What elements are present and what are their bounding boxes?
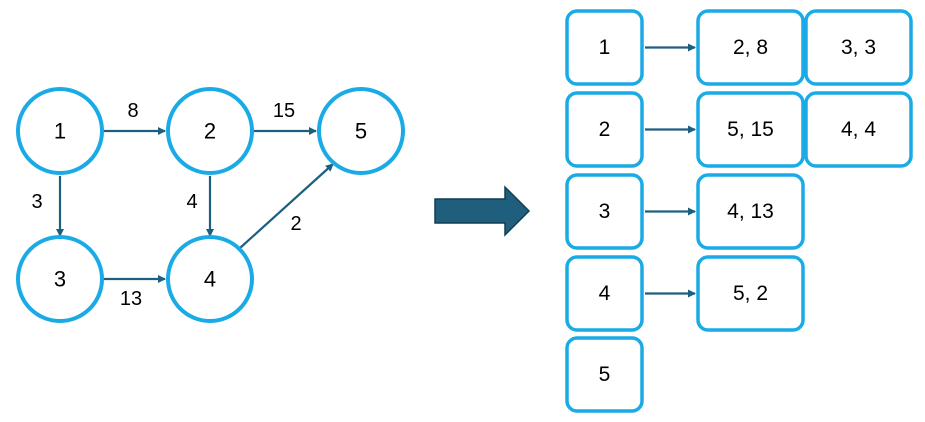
neighbor-box <box>804 9 913 86</box>
vertex-label: 1 <box>599 36 611 59</box>
vertex-box <box>565 336 644 413</box>
vertex-label: 4 <box>599 282 611 305</box>
neighbor-label: 5, 15 <box>727 118 774 141</box>
neighbor-label: 2, 8 <box>733 36 768 59</box>
vertex-label: 3 <box>599 200 611 223</box>
vertex-box <box>565 9 644 86</box>
neighbor-label: 5, 2 <box>733 282 768 305</box>
graph-node-5: 5 <box>317 87 405 175</box>
graph-node-label: 2 <box>204 119 216 144</box>
graph-node-2: 2 <box>166 87 254 175</box>
graph-node-label: 3 <box>54 267 66 292</box>
adjacency-row-3: 3 4, 13 <box>565 173 805 250</box>
vertex-label: 2 <box>599 118 611 141</box>
graph-node-4: 4 <box>166 235 254 323</box>
edge-4-5 <box>239 163 334 249</box>
neighbor-box <box>696 9 805 86</box>
neighbor-box <box>804 91 913 168</box>
edge-weight-3-4: 13 <box>120 288 142 310</box>
vertex-box <box>565 91 644 168</box>
edge-weight-1-3: 3 <box>31 191 42 213</box>
neighbor-label: 4, 13 <box>727 200 774 223</box>
vertex-label: 5 <box>599 363 611 386</box>
adjacency-row-5: 5 <box>565 336 644 413</box>
edge-weight-1-2: 8 <box>127 100 138 122</box>
adjacency-row-2: 2 5, 15 4, 4 <box>565 91 913 168</box>
vertex-box <box>565 173 644 250</box>
graph-node-label: 1 <box>54 119 66 144</box>
neighbor-box <box>696 91 805 168</box>
adjacency-list: 1 2, 8 3, 3 2 5, 15 4, 4 3 4, 13 <box>565 9 913 413</box>
graph-node-1: 1 <box>16 87 104 175</box>
vertex-box <box>565 255 644 332</box>
neighbor-label: 4, 4 <box>841 118 876 141</box>
neighbor-box <box>696 173 805 250</box>
adjacency-row-1: 1 2, 8 3, 3 <box>565 9 913 86</box>
transform-arrow-icon <box>434 185 531 237</box>
adjacency-row-4: 4 5, 2 <box>565 255 805 332</box>
edge-weight-4-5: 2 <box>290 213 301 235</box>
edge-weight-2-5: 15 <box>273 100 295 122</box>
neighbor-box <box>696 255 805 332</box>
neighbor-label: 3, 3 <box>841 36 876 59</box>
graph: 8 15 3 4 2 13 1 2 3 4 5 <box>16 87 405 323</box>
graph-node-label: 5 <box>355 119 367 144</box>
edge-weight-2-4: 4 <box>186 191 197 213</box>
graph-node-3: 3 <box>16 235 104 323</box>
graph-node-label: 4 <box>204 267 216 292</box>
